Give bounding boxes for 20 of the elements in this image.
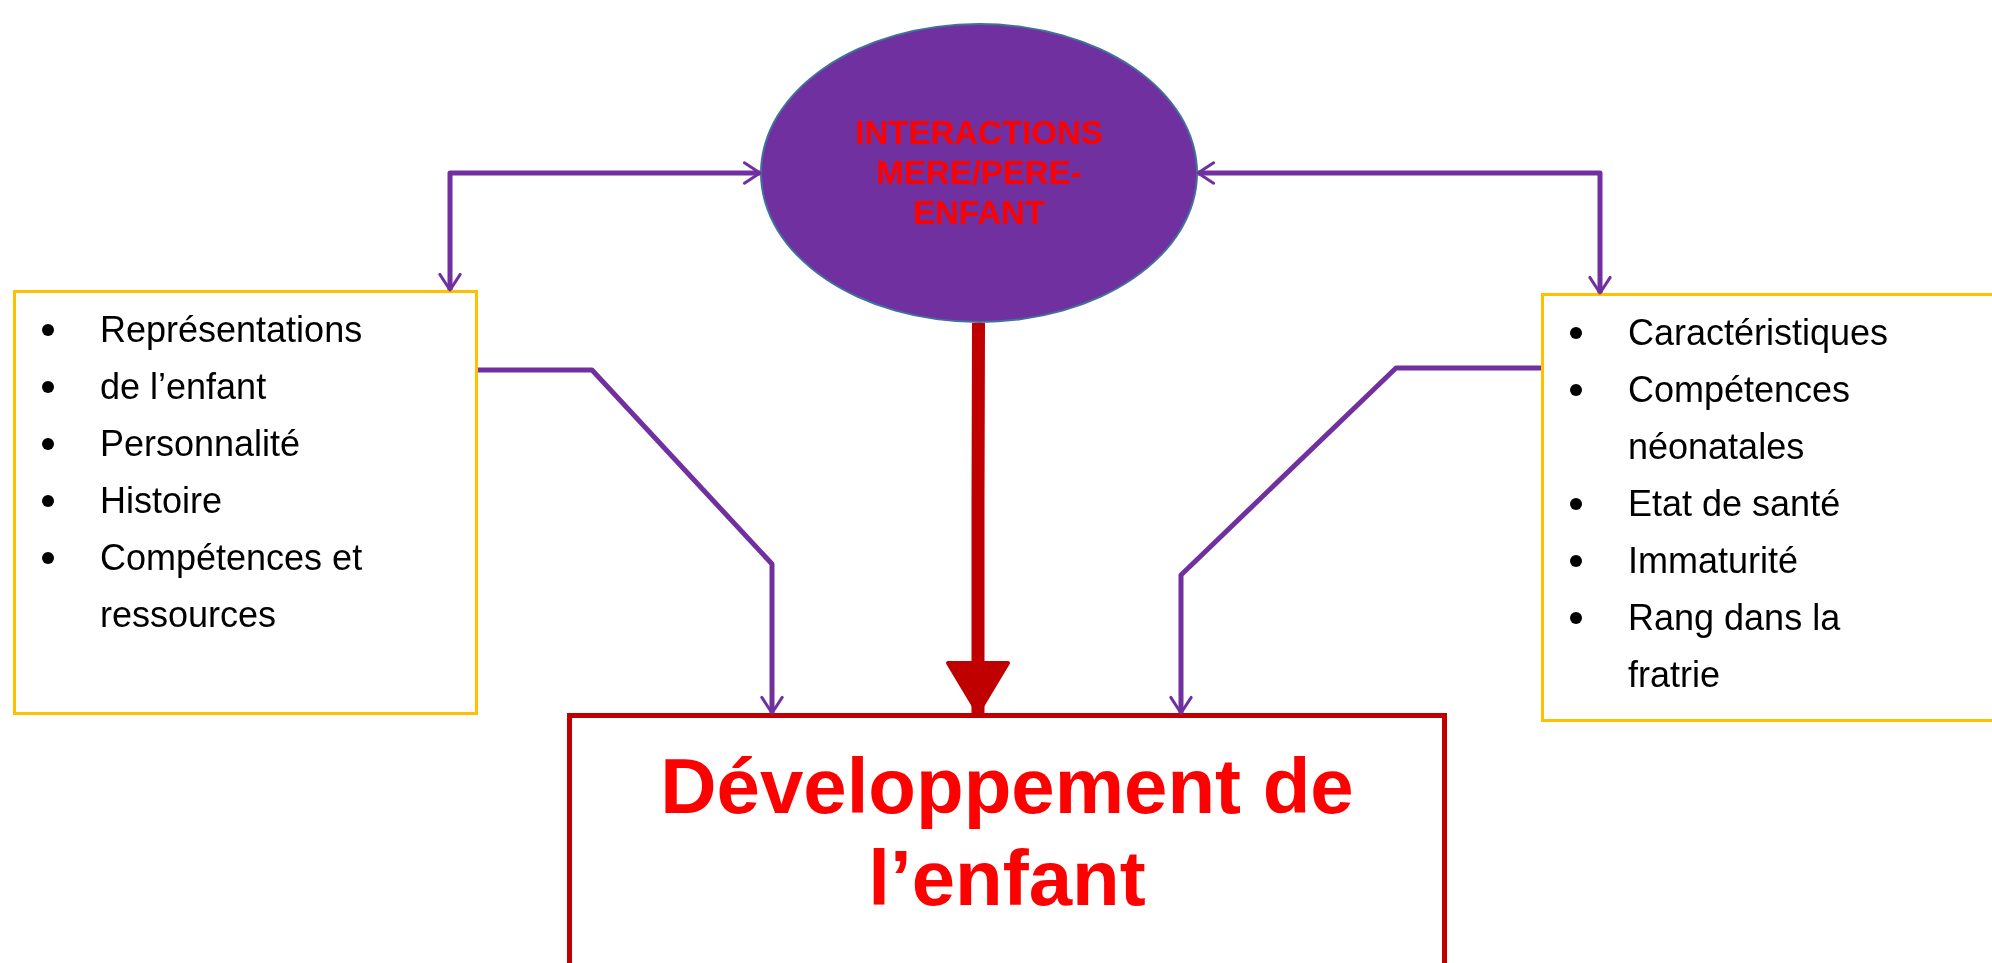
node-label: INTERACTIONS MERE/PERE-ENFANT [854,113,1104,233]
arrow [478,367,784,715]
list-item: Représentations [100,308,364,352]
list-item: Histoire [100,479,224,523]
list-item: de l’enfant [100,365,268,409]
list-item: Compétences et ressources [100,536,364,637]
list-box [1541,293,1992,722]
list-item: Compétences néonatales [1628,368,1852,469]
list-item: Etat de santé [1628,482,1842,526]
outcome-box [567,713,1447,963]
list-item: Caractéristiques [1628,311,1890,355]
list-item: Immaturité [1628,539,1800,583]
list-box [13,290,478,715]
list-item: Personnalité [100,422,302,466]
list-item: Rang dans la fratrie [1628,596,1842,697]
node-title: Développement de l’enfant [659,741,1355,924]
arrow [438,161,762,292]
arrow [1196,161,1612,295]
arrow [946,323,1010,715]
arrow [1169,365,1541,715]
